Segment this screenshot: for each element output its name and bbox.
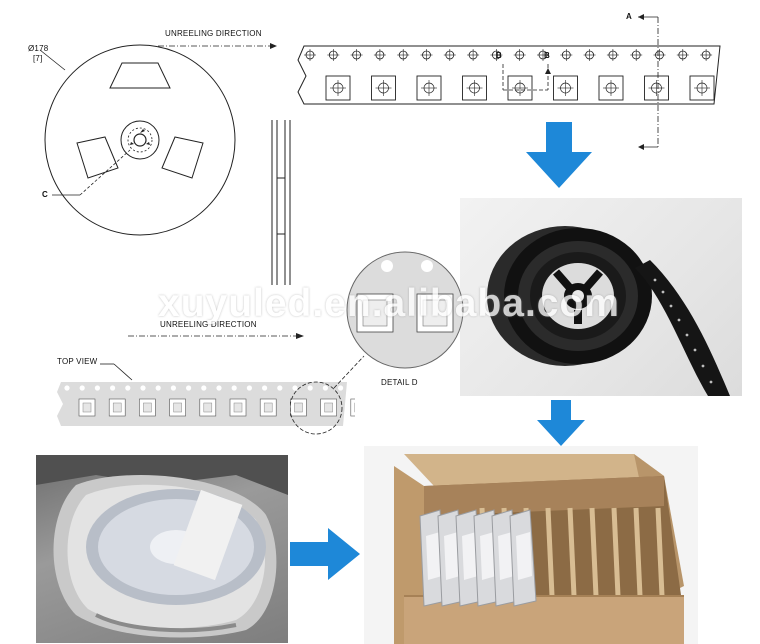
carton-divider xyxy=(589,507,599,597)
tape-pocket xyxy=(689,75,715,101)
detail-d-leader xyxy=(290,350,370,440)
tape-pocket xyxy=(78,398,96,417)
sprocket-hole xyxy=(94,385,100,391)
sprocket-hole xyxy=(170,385,176,391)
carton-divider xyxy=(655,507,665,597)
tape-pocket xyxy=(598,75,624,101)
sprocket-hole xyxy=(397,49,410,61)
tape-pocket xyxy=(325,75,351,101)
sprocket-hole xyxy=(676,49,689,61)
carton-divider xyxy=(611,507,621,597)
detail-d-view xyxy=(345,250,465,370)
sprocket-hole xyxy=(64,385,70,391)
sprocket-hole xyxy=(490,49,503,61)
section-line-a xyxy=(636,12,666,152)
sprocket-hole xyxy=(338,385,344,391)
sprocket-hole xyxy=(443,49,456,61)
sprocket-hole xyxy=(513,49,526,61)
tape-pocket xyxy=(553,75,578,101)
sprocket-hole xyxy=(537,49,549,61)
tape-pocket xyxy=(199,398,217,417)
tape-pocket xyxy=(139,398,156,417)
tape-pocket xyxy=(416,75,442,101)
tape-pocket xyxy=(350,398,355,417)
sprocket-hole xyxy=(606,49,619,61)
carton-box-photo xyxy=(364,446,698,644)
bottom-unreeling-direction-label: UNREELING DIRECTION xyxy=(160,320,257,329)
watermark-text: xuyuled.en.alibaba.com xyxy=(158,282,620,325)
carton-divider xyxy=(567,507,577,597)
sprocket-hole xyxy=(201,385,207,391)
sprocket-hole xyxy=(216,385,222,391)
sprocket-hole xyxy=(304,49,316,61)
top-view-label: TOP VIEW xyxy=(57,357,98,366)
tape-pocket xyxy=(259,398,277,417)
section-line-b xyxy=(498,60,558,94)
arrow-down-icon xyxy=(524,122,594,190)
top-view-leader xyxy=(100,362,140,382)
reel-diameter-inch-label: [7] xyxy=(33,54,43,63)
sprocket-hole xyxy=(125,385,131,391)
tape-pocket xyxy=(644,75,669,101)
reel-diameter-label: Ø178 xyxy=(28,44,49,53)
sprocket-hole xyxy=(653,49,666,61)
sprocket-hole xyxy=(350,49,363,61)
sprocket-hole xyxy=(307,385,313,391)
tape-pocket xyxy=(371,75,396,101)
bottom-direction-arrow xyxy=(128,332,306,340)
sprocket-hole xyxy=(246,385,252,391)
tape-pocket xyxy=(507,75,533,101)
arrow-right-icon xyxy=(290,528,362,580)
tape-pocket xyxy=(320,398,337,417)
tape-pocket xyxy=(169,398,186,417)
tape-pocket xyxy=(229,398,247,417)
sprocket-hole xyxy=(155,385,161,391)
sprocket-hole xyxy=(186,385,192,391)
tape-pocket xyxy=(290,398,307,417)
sprocket-hole xyxy=(322,385,328,391)
sprocket-hole xyxy=(292,385,298,391)
sprocket-hole xyxy=(700,49,713,61)
bottom-carrier-tape xyxy=(55,378,355,430)
reel-label-c: C xyxy=(42,190,48,199)
top-direction-arrow xyxy=(158,42,278,50)
top-carrier-tape xyxy=(296,40,726,110)
tape-pocket xyxy=(108,398,126,417)
vacuum-bag-photo xyxy=(36,455,288,643)
sprocket-hole xyxy=(630,49,643,61)
silver-bag xyxy=(509,509,537,607)
sprocket-hole xyxy=(231,385,237,391)
arrow-down-icon xyxy=(536,400,586,448)
sprocket-hole xyxy=(79,385,85,391)
detail-d-label: DETAIL D xyxy=(381,378,418,387)
reel-drawing xyxy=(30,40,250,240)
sprocket-hole xyxy=(110,385,116,391)
sprocket-hole xyxy=(373,49,386,61)
sprocket-hole xyxy=(327,49,340,61)
reel-photo xyxy=(460,198,742,396)
sprocket-hole xyxy=(277,385,283,391)
sprocket-hole xyxy=(420,49,433,61)
sprocket-hole xyxy=(560,49,573,61)
section-label-a: A xyxy=(626,12,632,21)
carton-divider xyxy=(633,507,643,597)
tape-pocket xyxy=(462,75,487,101)
sprocket-hole xyxy=(262,385,268,391)
sprocket-hole xyxy=(467,49,480,61)
section-label-b-left: B xyxy=(496,51,502,60)
top-unreeling-direction-label: UNREELING DIRECTION xyxy=(165,29,262,38)
sprocket-hole xyxy=(583,49,596,61)
carton-divider xyxy=(545,507,555,597)
reel-side-view xyxy=(268,120,294,285)
section-label-b-right: B xyxy=(544,51,550,60)
sprocket-hole xyxy=(140,385,146,391)
